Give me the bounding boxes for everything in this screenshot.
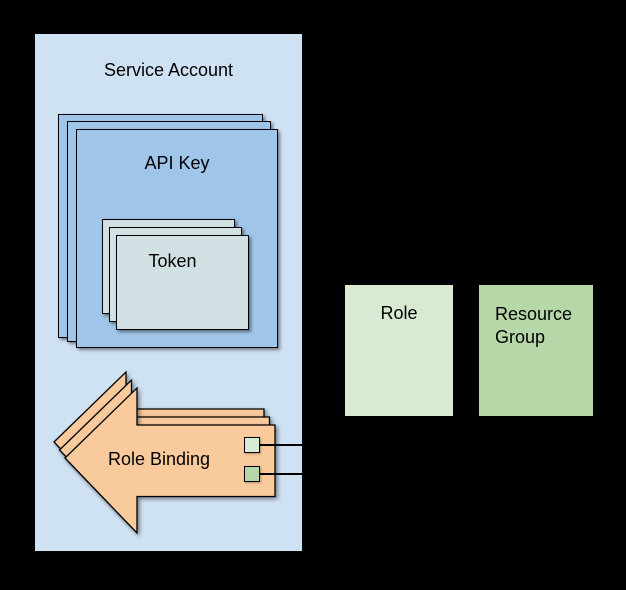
role-port-square[interactable] [244,437,260,453]
role-box[interactable] [345,285,453,416]
service-account-label: Service Account [103,60,234,80]
role-binding-label: Role Binding [107,449,211,469]
role-label: Role [380,303,418,323]
connector-role-line [260,444,302,446]
resource-group-port-square[interactable] [244,466,260,482]
token-box[interactable] [116,235,249,330]
api-key-label: API Key [144,153,210,173]
resource-group-label: Resource Group [495,304,573,347]
token-label: Token [148,251,197,271]
role-binding-arrow-front[interactable] [64,386,276,535]
resource-group-box[interactable] [479,285,593,416]
connector-resource-group-line [260,473,302,475]
